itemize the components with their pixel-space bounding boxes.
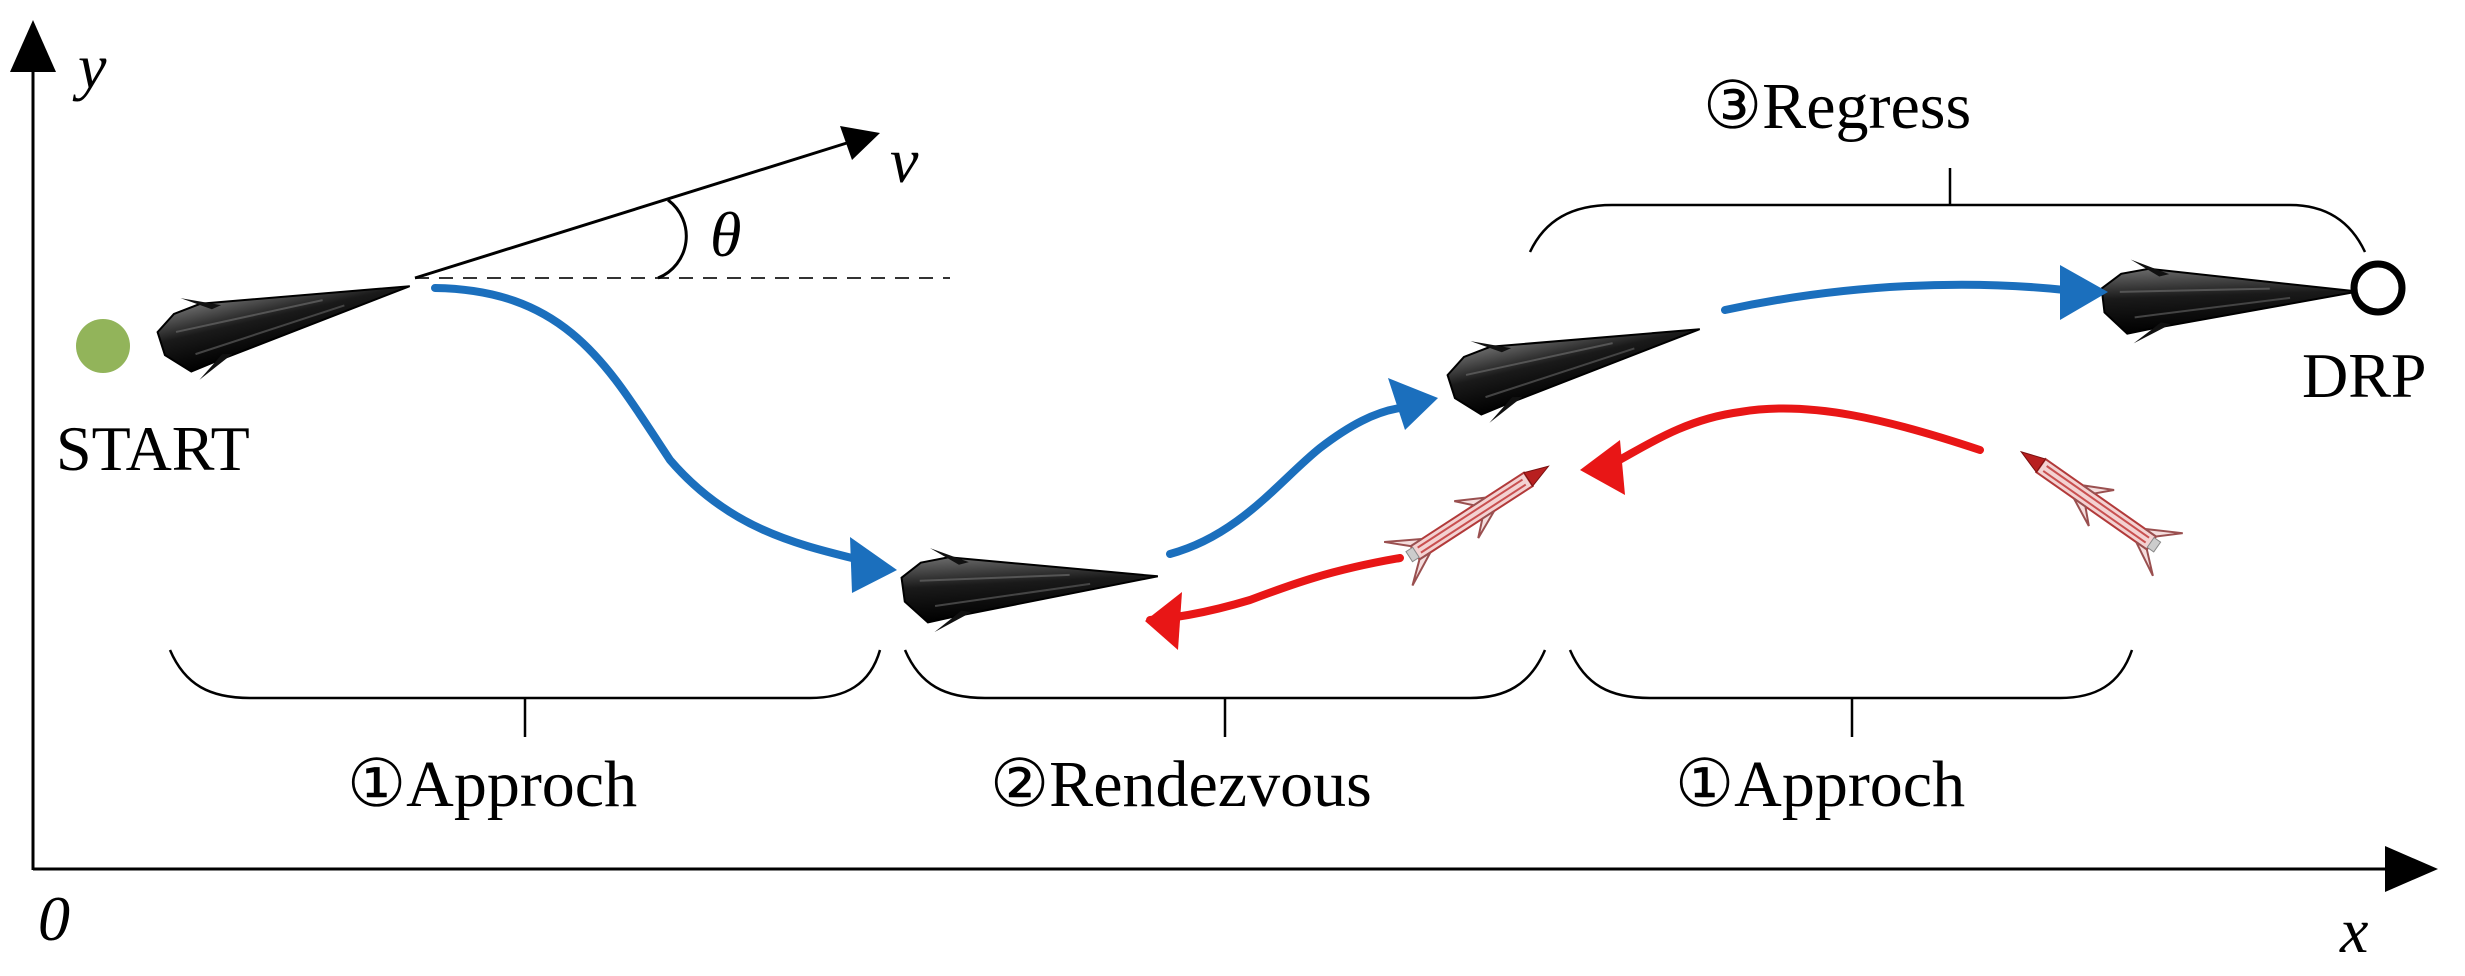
start-label: START: [56, 413, 250, 484]
start-point: START: [56, 319, 250, 484]
interceptor-missile-1: [1383, 443, 1564, 587]
glide-vehicle-end: [2099, 250, 2361, 346]
brace-approach-2: [1568, 649, 2134, 737]
heading-angle-arc: [657, 198, 688, 280]
vehicle-arrowhead-2: [1388, 378, 1438, 430]
velocity-line: [414, 140, 851, 280]
vehicle-path-1: [431, 284, 864, 564]
stage-label-approach-1: ①Approch: [347, 748, 637, 821]
brace-rendezvous: [903, 649, 1547, 737]
interceptor-arrowhead-2: [1580, 440, 1625, 495]
stage-label-approach-2: ①Approch: [1675, 748, 1965, 821]
glide-vehicle-regress: [1440, 289, 1711, 431]
stage-label-rendezvous: ②Rendezvous: [990, 748, 1372, 821]
vehicle-trajectory: [431, 280, 2069, 564]
y-axis-label: y: [72, 31, 107, 102]
vehicle-arrowhead-3: [2060, 265, 2108, 320]
interceptor-arrowhead-1: [1145, 592, 1182, 650]
stage-label-regress: ③Regress: [1703, 70, 1971, 143]
vehicle-path-3: [1721, 280, 2069, 314]
stage-braces: [168, 168, 2367, 737]
interceptor-missile-2: [2005, 429, 2184, 577]
velocity-arrowhead: [840, 126, 880, 160]
brace-approach-1: [168, 649, 882, 737]
drp-label: DRP: [2302, 340, 2427, 411]
y-axis-arrowhead: [10, 20, 56, 72]
glide-vehicle-rendezvous: [899, 535, 1162, 635]
interceptor-path-2: [1606, 404, 1984, 469]
origin-label: 0: [38, 883, 70, 954]
vehicle-arrowhead-1: [850, 537, 897, 593]
velocity-vector: v θ: [414, 125, 950, 280]
interceptor-trajectory: [1146, 404, 1984, 624]
vehicle-path-2: [1166, 404, 1404, 558]
interceptor-path-1: [1146, 554, 1404, 624]
x-axis-arrowhead: [2385, 846, 2438, 892]
drp-point: DRP: [2302, 260, 2427, 411]
brace-regress: [1528, 168, 2367, 253]
axes: y x 0: [10, 20, 2438, 966]
glide-vehicle-start: [150, 246, 421, 388]
drp-marker: [2350, 260, 2406, 316]
start-marker: [76, 319, 130, 373]
x-axis-label: x: [2339, 895, 2368, 966]
stage-labels: ①Approch ②Rendezvous ①Approch ③Regress: [347, 70, 1971, 821]
heading-angle-label: θ: [710, 199, 741, 270]
velocity-label: v: [890, 125, 919, 196]
